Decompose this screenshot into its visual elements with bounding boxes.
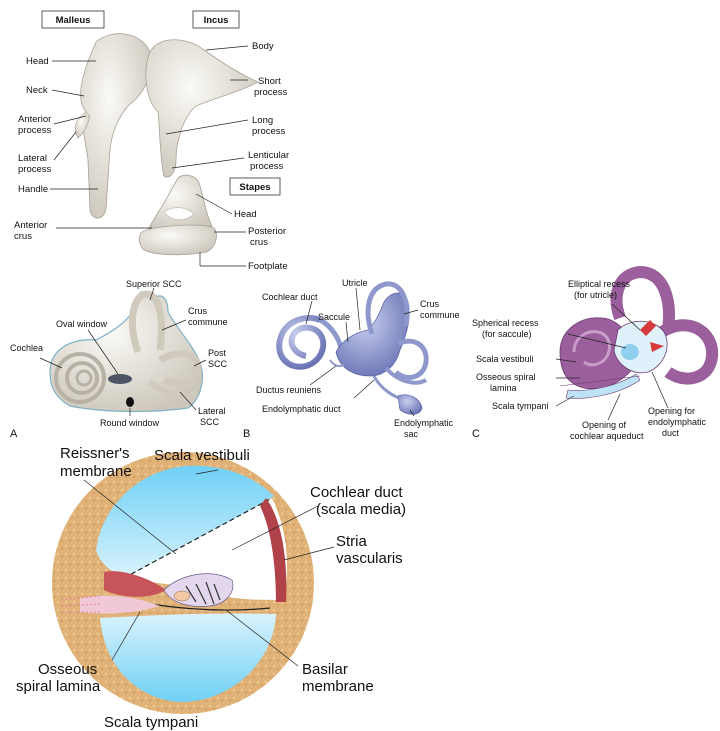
spherical-recess-label-2: (for saccule) — [482, 329, 532, 339]
footplate-label: Footplate — [248, 261, 288, 272]
ossicles-illustration: Malleus Incus Stapes Head Neck Anterior — [14, 11, 289, 272]
cochlear-duct-spiral — [279, 318, 323, 367]
malleus-neck-label: Neck — [26, 85, 48, 96]
long-process-label-2: process — [252, 126, 286, 137]
elliptical-recess-label-2: (for utricle) — [574, 290, 617, 300]
spherical-recess-label-1: Spherical recess — [472, 318, 539, 328]
osseous-spiral-lamina-label-1: Osseous — [38, 661, 97, 678]
reissners-membrane-label-1: Reissner's — [60, 445, 130, 462]
opening-cochlear-aqueduct-label-2: cochlear aqueduct — [570, 431, 644, 441]
panel-a-bony-labyrinth: Superior SCC Crus commune Oval window Co… — [10, 279, 228, 440]
stapes-title: Stapes — [239, 182, 270, 193]
stria-vascularis-label-1: Stria — [336, 533, 368, 550]
panel-c-labyrinth-section: Elliptical recess (for utricle) Spherica… — [472, 272, 712, 441]
cochlea-label: Cochlea — [10, 343, 43, 353]
incus-bone — [146, 40, 258, 177]
b-endolymphatic-duct-label: Endolymphatic duct — [262, 404, 341, 414]
b-cochlear-duct-label: Cochlear duct — [262, 292, 318, 302]
stapes-bone — [148, 175, 212, 230]
basilar-membrane-label-1: Basilar — [302, 661, 348, 678]
lenticular-process-label-1: Lenticular — [248, 150, 289, 161]
lateral-scc-label-2: SCC — [200, 417, 220, 427]
malleus-head-label: Head — [26, 56, 49, 67]
endolymphatic-sac-label-1: Endolymphatic — [394, 418, 454, 428]
utricle-label: Utricle — [342, 278, 368, 288]
long-process-label-1: Long — [252, 115, 273, 126]
c-posterior-canal — [662, 325, 712, 378]
superior-scc-label: Superior SCC — [126, 279, 182, 289]
a-crus-commune-label-1: Crus — [188, 306, 208, 316]
anterior-process-label-2: process — [18, 125, 52, 136]
opening-endolymphatic-duct-label-3: duct — [662, 428, 680, 438]
post-scc-label-1: Post — [208, 348, 227, 358]
post-scc-label-2: SCC — [208, 359, 228, 369]
saccule-label: Saccule — [318, 312, 350, 322]
opening-endolymphatic-duct-label-1: Opening for — [648, 406, 695, 416]
oval-window — [108, 374, 132, 384]
posterior-crus-label-1: Posterior — [248, 226, 286, 237]
lenticular-process-label-2: process — [250, 161, 284, 172]
posterior-crus-label-2: crus — [250, 237, 268, 248]
b-crus-commune-label-2: commune — [420, 310, 460, 320]
anterior-process-label-1: Anterior — [18, 114, 51, 125]
incus-body-label: Body — [252, 41, 274, 52]
malleus-bone — [81, 34, 152, 218]
lateral-process-label-2: process — [18, 164, 52, 175]
panel-b-membranous-labyrinth: Utricle Cochlear duct Saccule Crus commu… — [243, 278, 460, 440]
basilar-membrane-label-2: membrane — [302, 678, 374, 695]
short-process-label-2: process — [254, 87, 288, 98]
oval-window-label: Oval window — [56, 319, 108, 329]
panel-c-letter: C — [472, 428, 480, 440]
c-osseous-spiral-lamina-label-1: Osseous spiral — [476, 372, 536, 382]
endolymphatic-sac-label-2: sac — [404, 429, 419, 439]
a-crus-commune-label-2: commune — [188, 317, 228, 327]
spherical-recess — [621, 344, 639, 360]
round-window-label: Round window — [100, 418, 160, 428]
elliptical-recess-label-1: Elliptical recess — [568, 279, 631, 289]
anterior-crus-label-1: Anterior — [14, 220, 47, 231]
stria-vascularis-label-2: vascularis — [336, 550, 403, 567]
cochlear-duct-label-2: (scala media) — [316, 501, 406, 518]
opening-endolymphatic-duct-label-2: endolymphatic — [648, 417, 707, 427]
scala-vestibuli-label: Scala vestibuli — [154, 447, 250, 464]
lateral-scc-label-1: Lateral — [198, 406, 226, 416]
malleus-title: Malleus — [56, 15, 91, 26]
osseous-spiral-lamina-label-2: spiral lamina — [16, 678, 101, 695]
incus-title: Incus — [204, 15, 229, 26]
c-scala-vestibuli-label: Scala vestibuli — [476, 354, 534, 364]
handle-label: Handle — [18, 184, 48, 195]
stapes-head-label: Head — [234, 209, 257, 220]
panel-a-letter: A — [10, 428, 18, 440]
endolymphatic-sac — [398, 395, 422, 415]
short-process-label-1: Short — [258, 76, 281, 87]
panel-b-letter: B — [243, 428, 250, 440]
opening-cochlear-aqueduct-label-1: Opening of — [582, 420, 627, 430]
reissners-membrane-label-2: membrane — [60, 463, 132, 480]
c-osseous-spiral-lamina-label-2: lamina — [490, 383, 517, 393]
cochlea-cross-section: Reissner's membrane Scala vestibuli Coch… — [16, 445, 406, 731]
c-scala-tympani-label: Scala tympani — [492, 401, 549, 411]
anterior-crus-label-2: crus — [14, 231, 32, 242]
scala-tympani-label: Scala tympani — [104, 714, 198, 731]
ductus-reuniens-label: Ductus reuniens — [256, 385, 322, 395]
b-crus-commune-label-1: Crus — [420, 299, 440, 309]
stapes-footplate — [139, 225, 216, 255]
lateral-process-label-1: Lateral — [18, 153, 47, 164]
cochlear-duct-label-1: Cochlear duct — [310, 484, 403, 501]
round-window — [126, 397, 134, 407]
